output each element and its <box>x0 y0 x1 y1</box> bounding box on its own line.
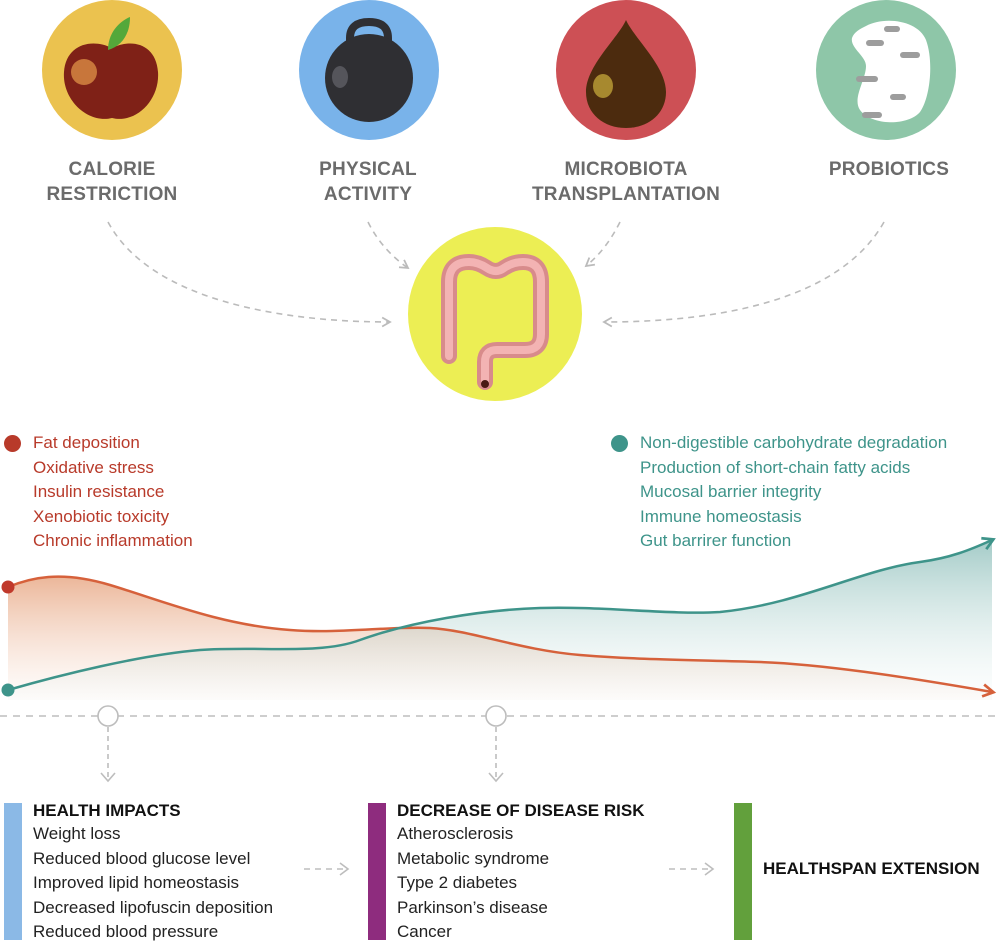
disease-risk-title: DECREASE OF DISEASE RISK <box>397 801 645 820</box>
disease-risk-list: Atherosclerosis Metabolic syndrome Type … <box>397 822 549 945</box>
list-item: Non-digestible carbohydrate degradation <box>640 433 948 452</box>
gut-colon-icon <box>408 227 582 401</box>
list-item: Insulin resistance <box>33 482 165 501</box>
negative-factors-bullet <box>4 435 21 452</box>
list-item: Reduced blood glucose level <box>33 848 251 868</box>
apple-icon <box>42 0 182 140</box>
list-item: Immune homeostasis <box>640 506 802 526</box>
list-item: Type 2 diabetes <box>397 873 518 892</box>
disease-risk-bar <box>368 803 386 940</box>
list-item: Weight loss <box>33 824 121 843</box>
list-item: Gut barrirer function <box>640 531 792 550</box>
health-impacts-title: HEALTH IMPACTS <box>33 801 181 820</box>
trend-curves <box>0 536 999 783</box>
negative-factors-list: Fat deposition Oxidative stress Insulin … <box>33 431 193 554</box>
probiotic-capsule-icon <box>816 0 956 140</box>
kettlebell-icon <box>299 0 439 140</box>
list-item: Metabolic syndrome <box>397 848 550 868</box>
list-item: Reduced blood pressure <box>33 922 219 941</box>
intervention-label-probiotics: PROBIOTICS <box>828 159 950 180</box>
list-item: Fat deposition <box>33 433 140 452</box>
list-item: Chronic inflammation <box>33 531 193 550</box>
list-item: Cancer <box>397 922 452 941</box>
list-item: Oxidative stress <box>33 457 154 477</box>
healthspan-bar <box>734 803 752 940</box>
intervention-icons <box>42 0 956 401</box>
stool-drop-icon <box>556 0 696 140</box>
list-item: Mucosal barrier integrity <box>640 482 822 501</box>
intervention-arrows <box>107 221 885 328</box>
healthspan-title: HEALTHSPAN EXTENSION <box>763 859 980 878</box>
health-impacts-bar <box>4 803 22 940</box>
outcome-arrows <box>304 862 715 876</box>
list-item: Decreased lipofuscin deposition <box>33 897 274 917</box>
list-item: Parkinson’s disease <box>397 897 548 917</box>
list-item: Improved lipid homeostasis <box>33 873 239 892</box>
list-item: Atherosclerosis <box>397 824 514 843</box>
health-impacts-list: Weight loss Reduced blood glucose level … <box>33 822 273 945</box>
list-item: Production of short-chain fatty acids <box>640 457 911 477</box>
positive-factors-bullet <box>611 435 628 452</box>
positive-factors-list: Non-digestible carbohydrate degradation … <box>640 431 947 554</box>
list-item: Xenobiotic toxicity <box>33 506 170 526</box>
